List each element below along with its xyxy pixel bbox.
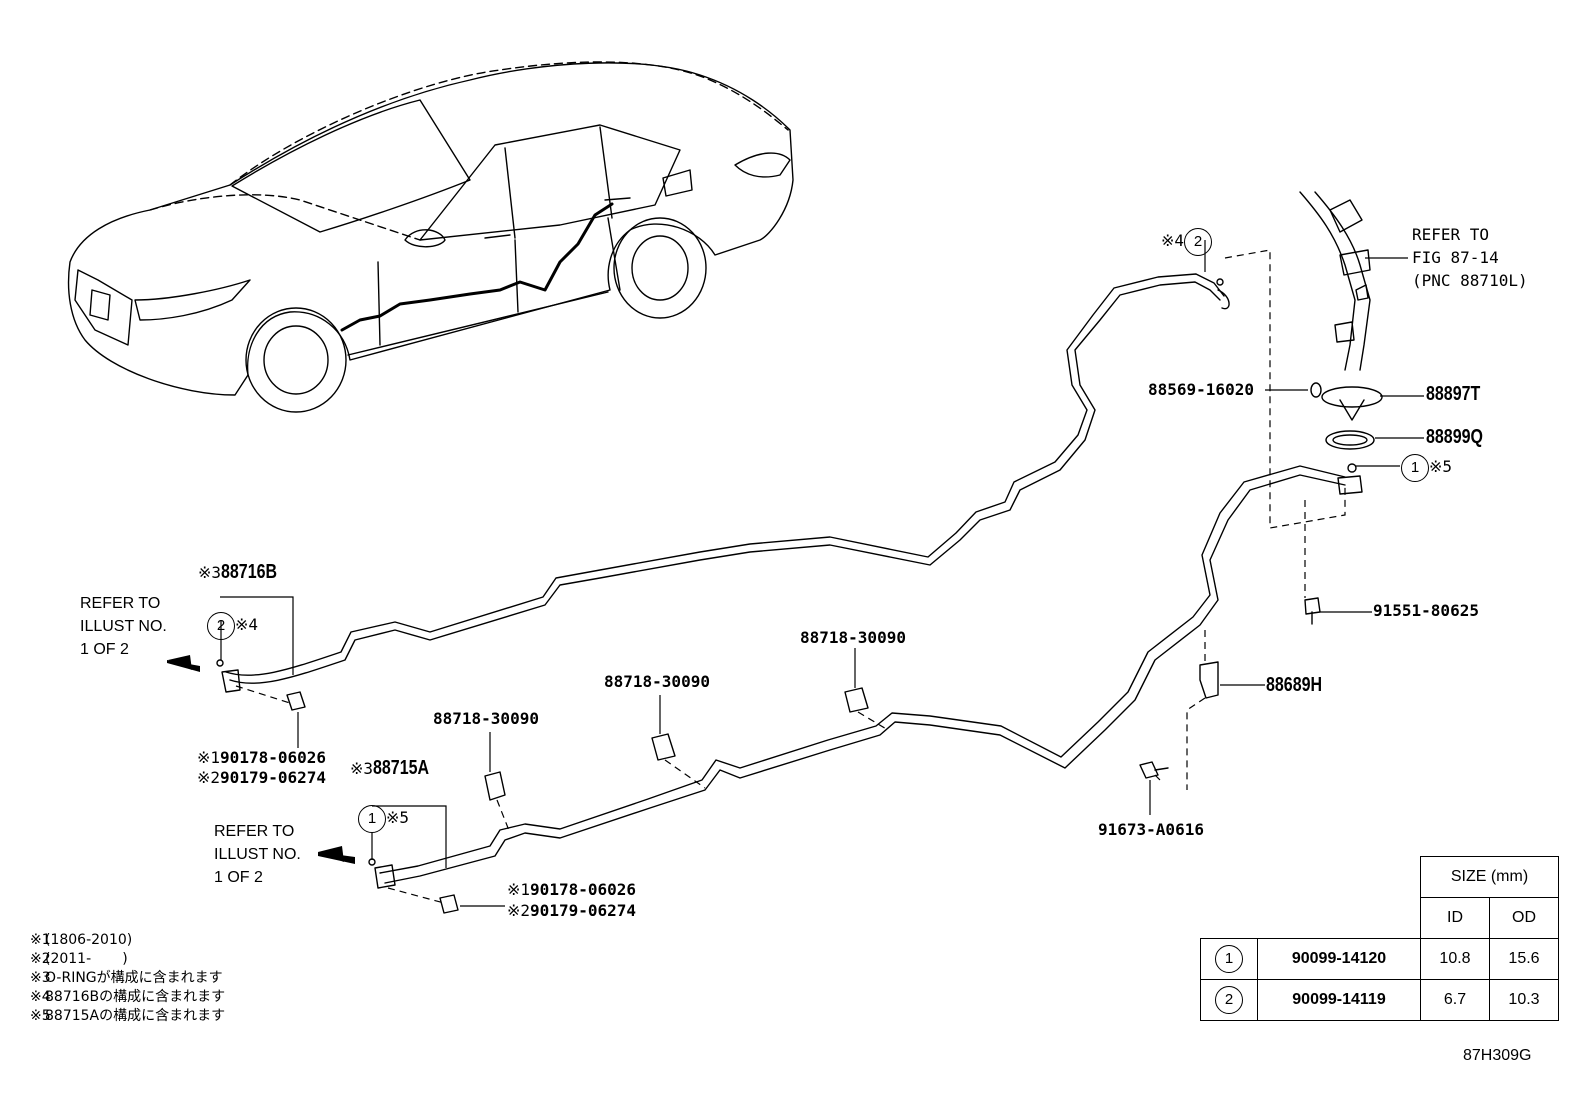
row-id: 6.7 bbox=[1420, 979, 1490, 1021]
size-header: SIZE (mm) bbox=[1420, 856, 1559, 898]
note-mark: ※3 bbox=[198, 563, 222, 582]
note-mark: ※5 bbox=[1429, 457, 1453, 476]
label-88897t: 88897T bbox=[1426, 384, 1494, 404]
part-number[interactable]: 88899Q bbox=[1426, 426, 1483, 448]
col-od-header: OD bbox=[1489, 897, 1559, 939]
label-88715a: ※388715A bbox=[350, 758, 443, 778]
label-88899q: 88899Q bbox=[1426, 427, 1497, 447]
row-id: 10.8 bbox=[1420, 938, 1490, 980]
row-part-number[interactable]: 90099-14119 bbox=[1257, 979, 1421, 1021]
row-circle-cell: 2 bbox=[1200, 979, 1258, 1021]
circle-1-lower: 1※5 bbox=[358, 805, 409, 833]
refer-illust-line3: 1 OF 2 bbox=[214, 869, 263, 886]
circle-marker: 1 bbox=[1401, 454, 1429, 482]
row-circle-cell: 1 bbox=[1200, 938, 1258, 980]
refer-illust-line2: ILLUST NO. bbox=[214, 846, 301, 863]
refer-illust-upper: REFER TO ILLUST NO. 1 OF 2 bbox=[80, 592, 167, 661]
circle-marker: 1 bbox=[1215, 945, 1243, 973]
circle-marker: 2 bbox=[207, 612, 235, 640]
label-91551-80625[interactable]: 91551-80625 bbox=[1373, 601, 1479, 620]
part-number: 90178-06026 bbox=[530, 880, 637, 899]
label-88569-16020[interactable]: 88569-16020 bbox=[1148, 380, 1254, 399]
diagram-id: 87H309G bbox=[1463, 1047, 1532, 1064]
note-mark: ※3 bbox=[350, 759, 374, 778]
note-mark: ※1 bbox=[197, 748, 221, 767]
tube-88716b bbox=[229, 281, 1221, 684]
label-90178-lower[interactable]: ※190178-06026 bbox=[507, 882, 636, 898]
note-mark: ※4 bbox=[235, 615, 259, 634]
car-illustration bbox=[67, 61, 794, 413]
circle-marker: 2 bbox=[1184, 228, 1213, 256]
size-table: SIZE (mm) ID OD 1 90099-14120 10.8 15.6 … bbox=[1200, 856, 1559, 1021]
row-part-number[interactable]: 90099-14120 bbox=[1257, 938, 1421, 980]
note-line: ※588715Aの構成に含まれます bbox=[30, 1007, 225, 1026]
label-88689h: 88689H bbox=[1266, 675, 1336, 695]
circle-marker: 2 bbox=[1215, 986, 1243, 1014]
note-text: (1806-2010) bbox=[45, 932, 133, 948]
label-88716b: ※388716B bbox=[198, 562, 291, 582]
note-mark: ※5 bbox=[30, 1008, 51, 1024]
circle-2-upper: 2※4 bbox=[207, 612, 258, 640]
note-text: O-RINGが構成に含まれます bbox=[45, 970, 223, 986]
refer-fig-note: REFER TO FIG 87-14 (PNC 88710L) bbox=[1412, 223, 1528, 292]
note-mark: ※2 bbox=[30, 951, 51, 967]
note-line: ※3O-RINGが構成に含まれます bbox=[30, 969, 225, 988]
table-row: 2 90099-14119 6.7 10.3 bbox=[1200, 979, 1559, 1021]
refer-illust-line1: REFER TO bbox=[214, 823, 295, 840]
label-88718-c[interactable]: 88718-30090 bbox=[800, 628, 906, 647]
col-id-header: ID bbox=[1420, 897, 1490, 939]
note-text: 88716Bの構成に含まれます bbox=[45, 989, 226, 1005]
note-text: (2011- ) bbox=[45, 951, 128, 967]
label-90179-upper[interactable]: ※290179-06274 bbox=[197, 770, 326, 786]
note-text: 88715Aの構成に含まれます bbox=[45, 1008, 226, 1024]
part-number: 90179-06274 bbox=[530, 901, 637, 920]
note-mark: ※2 bbox=[197, 768, 221, 787]
note-mark: ※3 bbox=[30, 970, 51, 986]
table-row: 1 90099-14120 10.8 15.6 bbox=[1200, 938, 1559, 980]
note-line: ※488716Bの構成に含まれます bbox=[30, 988, 225, 1007]
refer-illust-line3: 1 OF 2 bbox=[80, 641, 129, 658]
note-line: ※1(1806-2010) bbox=[30, 931, 225, 950]
tube-88715a bbox=[384, 474, 1346, 884]
part-number[interactable]: 88689H bbox=[1266, 674, 1323, 696]
label-91673-a0616[interactable]: 91673-A0616 bbox=[1098, 820, 1204, 839]
note-mark: ※1 bbox=[507, 880, 531, 899]
refer-illust-line2: ILLUST NO. bbox=[80, 618, 167, 635]
note-mark: ※2 bbox=[507, 901, 531, 920]
note-line: ※2(2011- ) bbox=[30, 950, 225, 969]
note-mark: ※4 bbox=[1161, 231, 1185, 250]
part-number: 90179-06274 bbox=[220, 768, 327, 787]
refer-fig-line2: FIG 87-14 bbox=[1412, 248, 1499, 267]
row-od: 10.3 bbox=[1489, 979, 1559, 1021]
part-number[interactable]: 88715A bbox=[373, 757, 430, 779]
refer-illust-line1: REFER TO bbox=[80, 595, 161, 612]
part-number[interactable]: 88716B bbox=[221, 561, 278, 583]
label-90179-lower[interactable]: ※290179-06274 bbox=[507, 903, 636, 919]
row-od: 15.6 bbox=[1489, 938, 1559, 980]
refer-illust-lower: REFER TO ILLUST NO. 1 OF 2 bbox=[214, 820, 301, 889]
refer-fig-line1: REFER TO bbox=[1412, 225, 1490, 244]
circle-marker: 1 bbox=[358, 805, 386, 833]
note-mark: ※4 bbox=[30, 989, 51, 1005]
size-table-blank bbox=[1201, 898, 1421, 939]
refer-fig-line3: (PNC 88710L) bbox=[1412, 271, 1528, 290]
part-number[interactable]: 88897T bbox=[1426, 383, 1481, 405]
part-number: 90178-06026 bbox=[220, 748, 327, 767]
circle-1-right: 1※5 bbox=[1401, 454, 1452, 482]
label-88718-a[interactable]: 88718-30090 bbox=[433, 709, 539, 728]
notes-list: ※1(1806-2010) ※2(2011- ) ※3O-RINGが構成に含まれ… bbox=[30, 931, 225, 1026]
note-mark: ※1 bbox=[30, 932, 51, 948]
label-90178-upper[interactable]: ※190178-06026 bbox=[197, 750, 326, 766]
size-table-blank bbox=[1201, 857, 1421, 898]
label-88718-b[interactable]: 88718-30090 bbox=[604, 672, 710, 691]
note-mark: ※5 bbox=[386, 808, 410, 827]
